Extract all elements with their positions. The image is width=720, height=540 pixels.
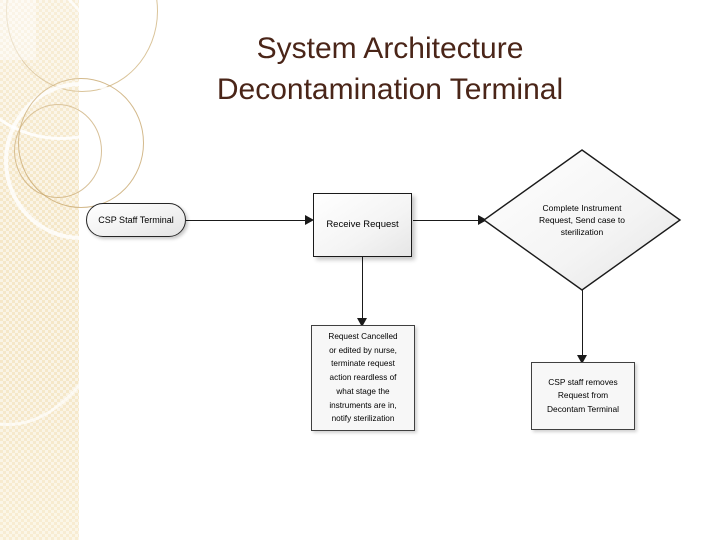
decorative-sidebar-band	[0, 0, 174, 540]
flow-node-receive-request[interactable]: Receive Request	[313, 193, 412, 257]
page-title: System Architecture Decontamination Term…	[80, 28, 700, 110]
flow-node-label-line-3: sterilization	[560, 227, 604, 237]
page-title-line-2: Decontamination Terminal	[216, 73, 564, 106]
flow-node-label-line-7: notify sterilization	[331, 414, 395, 424]
flow-node-label-line-3: terminate request	[331, 359, 395, 369]
flow-node-label-line-5: what stage the	[336, 386, 390, 396]
diamond-shape-icon	[482, 149, 682, 291]
flow-node-label: Receive Request	[326, 219, 399, 230]
flow-node-label: Complete Instrument Request, Send case t…	[539, 202, 625, 238]
connector-line	[186, 220, 308, 221]
arrow-head-down-icon	[357, 318, 367, 327]
flow-node-label: CSP Staff Terminal	[98, 215, 174, 225]
flow-node-label-line-6: instruments are in,	[329, 400, 397, 410]
flow-node-label-line-1: Complete Instrument	[542, 203, 622, 213]
arrow-head-right-icon	[478, 215, 487, 225]
flow-node-label-group: Complete Instrument Request, Send case t…	[518, 148, 646, 292]
decorative-arc-mid-inner	[14, 104, 102, 198]
flow-node-csp-staff-removes-request[interactable]: CSP staff removes Request from Decontam …	[531, 362, 635, 430]
flow-node-complete-instrument-request[interactable]: Complete Instrument Request, Send case t…	[482, 148, 682, 292]
arrow-head-right-icon	[305, 215, 314, 225]
decorative-corner-highlight	[0, 0, 36, 60]
page-title-line-1: System Architecture	[256, 32, 524, 65]
flow-node-label-line-2: Request from	[557, 390, 609, 401]
flow-node-label: Request Cancelled or edited by nurse, te…	[328, 330, 397, 427]
flow-node-label-line-4: action reardless of	[329, 373, 397, 383]
connector-line	[413, 220, 481, 221]
flow-node-request-cancelled[interactable]: Request Cancelled or edited by nurse, te…	[311, 325, 415, 431]
connector-line	[582, 290, 583, 366]
flow-node-label: CSP staff removes Request from Decontam …	[547, 376, 619, 417]
flow-node-label-line-3: Decontam Terminal	[547, 403, 619, 414]
connector-line	[362, 257, 363, 323]
flow-node-label-line-1: CSP staff removes	[548, 376, 618, 387]
arrow-head-down-icon	[577, 355, 587, 364]
flow-node-csp-staff-terminal[interactable]: CSP Staff Terminal	[86, 203, 186, 237]
flow-node-label-line-1: Request Cancelled	[328, 331, 398, 341]
flow-node-label-line-2: Request, Send case to	[538, 215, 625, 225]
flow-node-label-line-2: or edited by nurse,	[329, 345, 397, 355]
